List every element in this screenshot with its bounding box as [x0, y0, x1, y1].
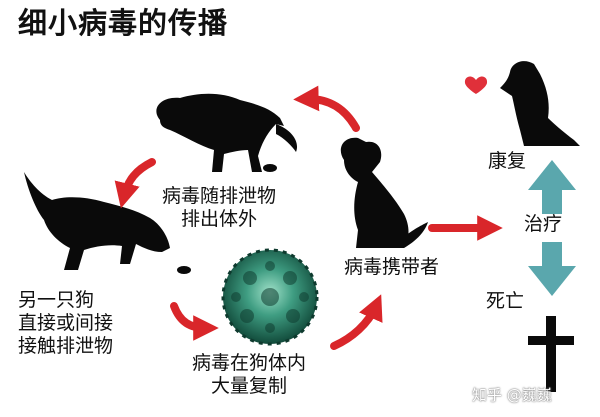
label-recover: 康复	[488, 150, 527, 172]
dog-pooping-icon	[156, 93, 298, 172]
arrow-contact-to-replicate	[170, 302, 219, 341]
watermark: 知乎 @巍巍	[472, 386, 552, 404]
dog-begging-icon	[500, 61, 580, 146]
arrow-replicate-to-carrier	[330, 294, 383, 350]
arrow-treat-to-recover	[528, 160, 576, 190]
treatment-arrows	[528, 160, 576, 296]
heart-icon	[464, 76, 488, 94]
label-contact: 另一只狗 直接或间接 接触排泄物	[18, 289, 114, 357]
arrow-excrete-to-contact	[114, 158, 156, 209]
virus-icon	[221, 248, 319, 346]
cycle-arrows	[114, 85, 503, 350]
label-treat: 治疗	[524, 213, 563, 235]
arrow-carrier-to-excrete	[293, 85, 360, 132]
label-excrete: 病毒随排泄物 排出体外	[162, 185, 277, 230]
diagram-title: 细小病毒的传播	[18, 6, 229, 40]
arrow-treat-to-death	[528, 266, 576, 296]
label-replicate: 病毒在狗体内 大量复制	[192, 352, 307, 397]
label-carrier: 病毒携带者	[344, 256, 440, 278]
dog-sniffing-icon	[24, 172, 191, 274]
cross-icon	[528, 316, 574, 392]
label-death: 死亡	[486, 290, 525, 312]
dog-sitting-icon	[340, 137, 428, 248]
